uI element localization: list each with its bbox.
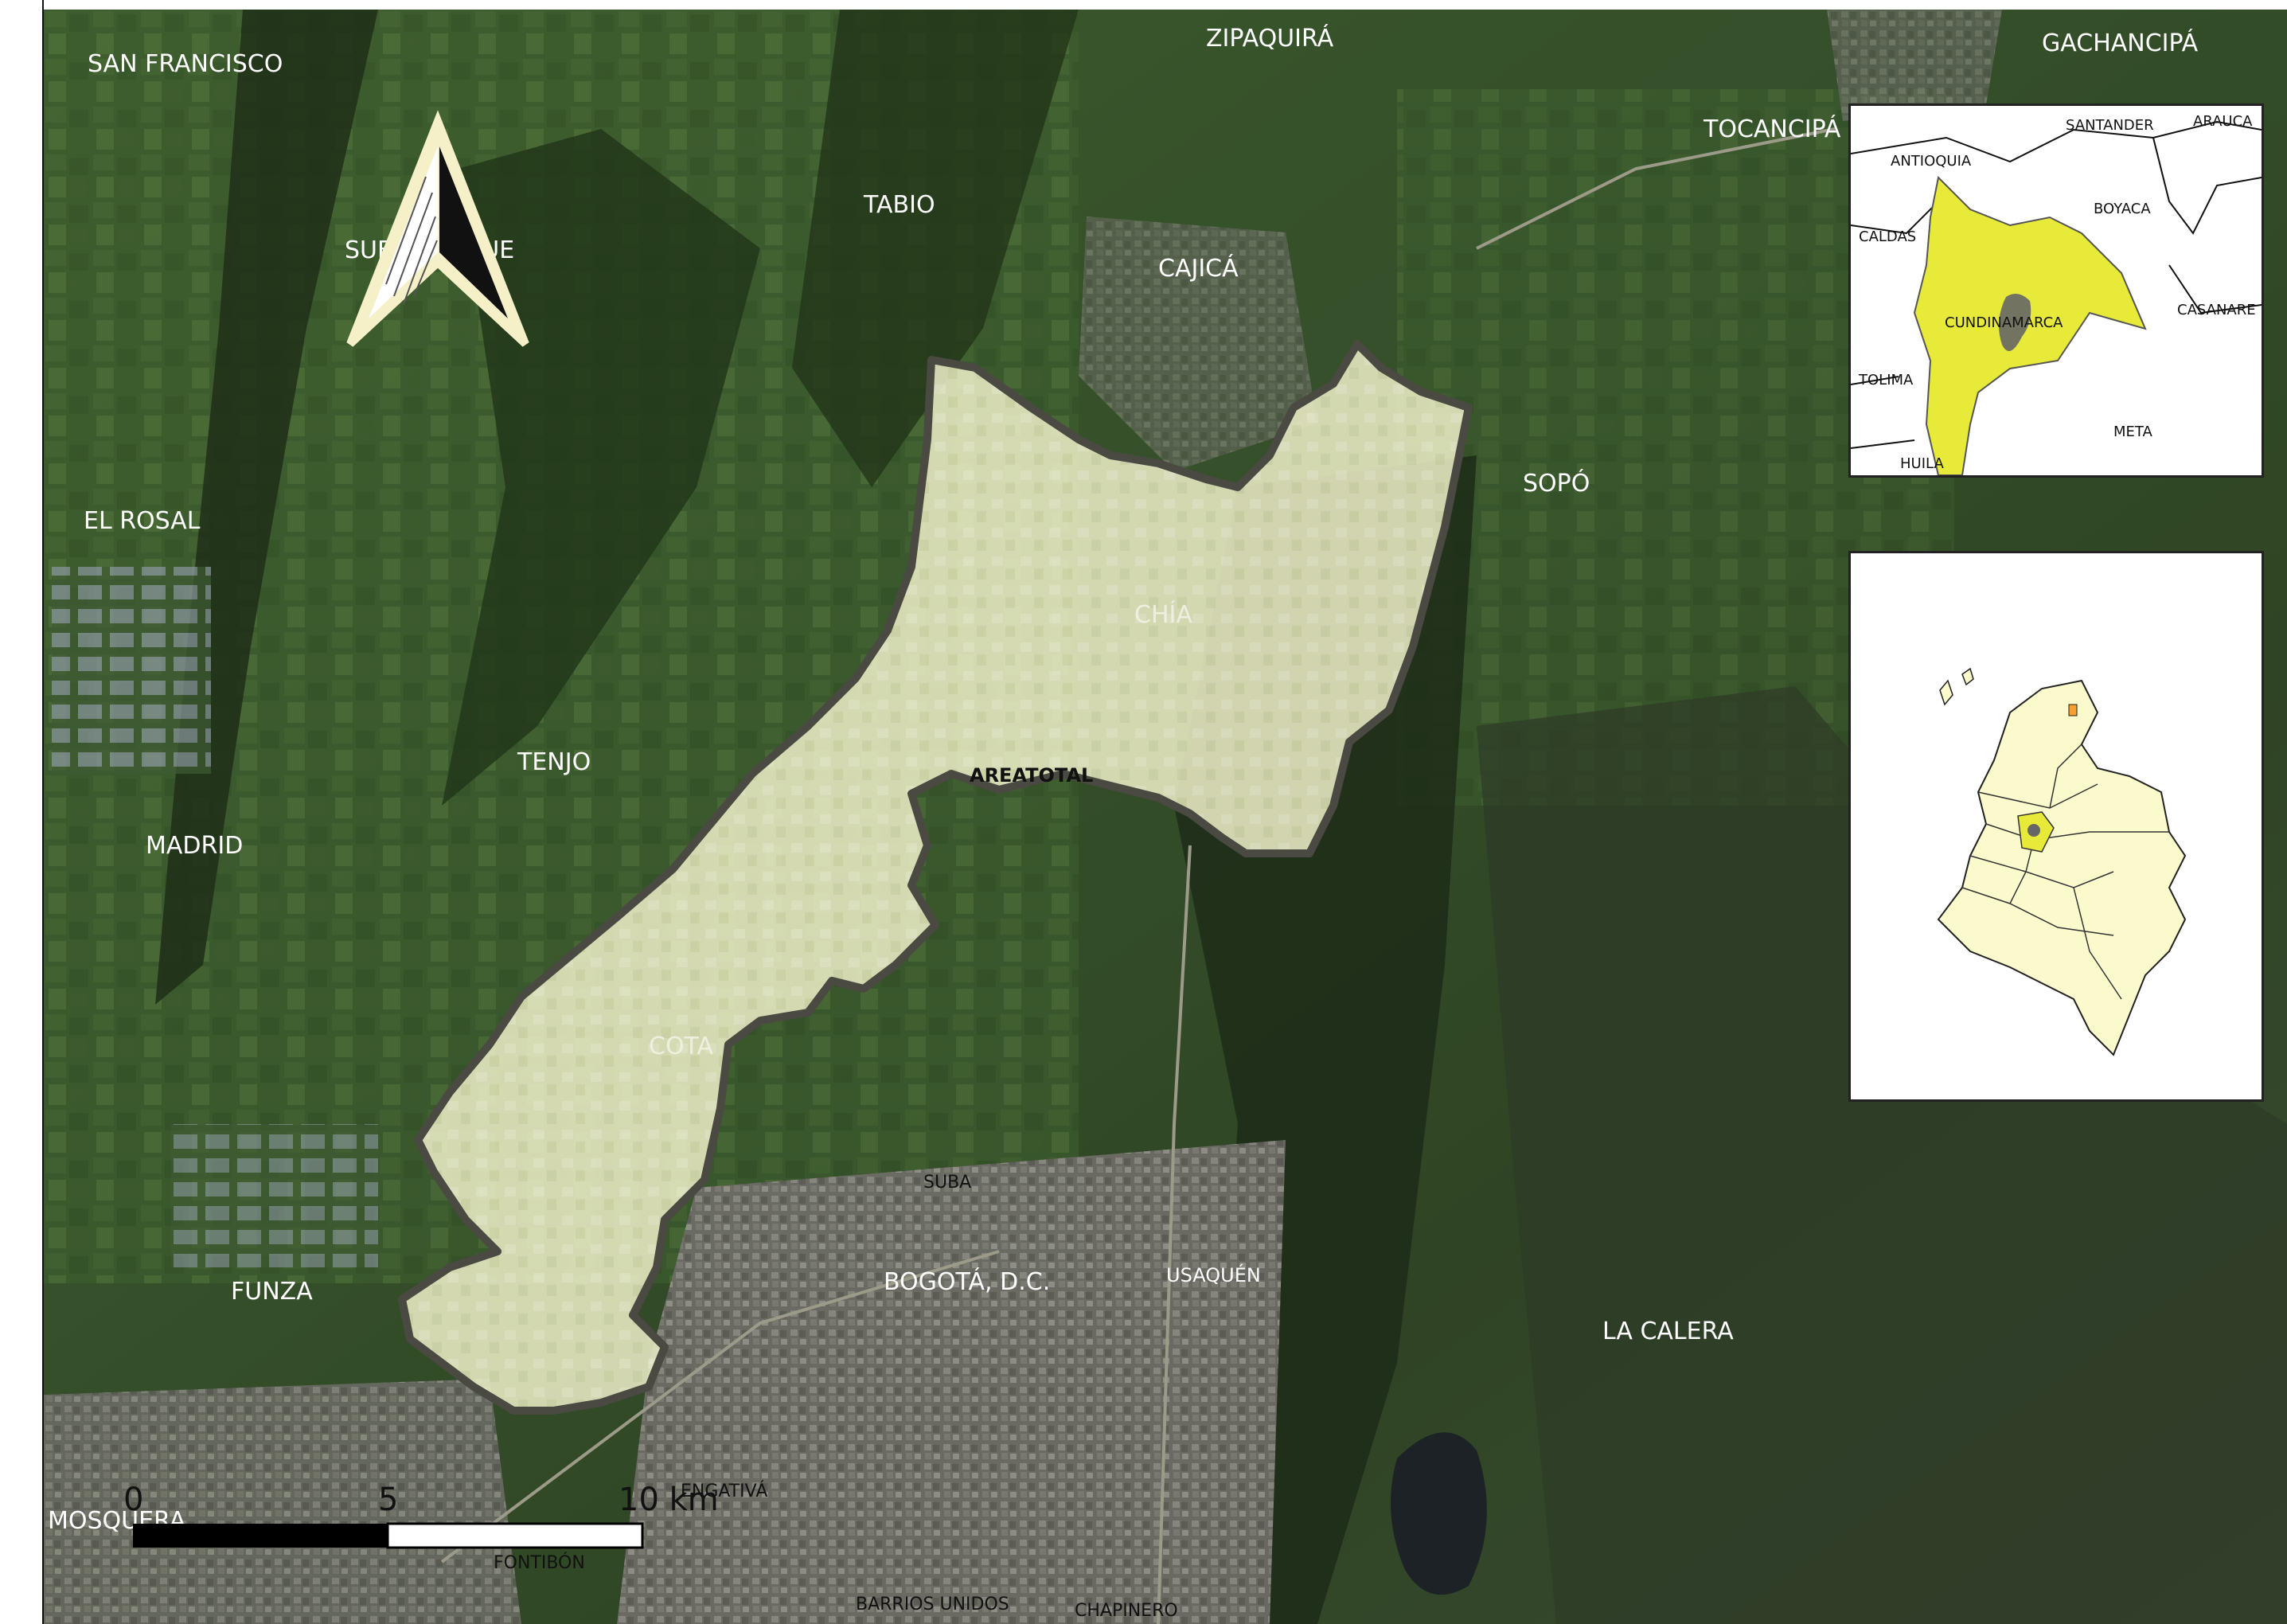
label-usaquen: USAQUÉN	[1166, 1263, 1261, 1286]
inset-label-santander: SANTANDER	[2066, 117, 2154, 134]
north-arrow-icon	[346, 110, 529, 347]
inset-label-huila: HUILA	[1900, 455, 1944, 472]
label-study-area: AREATOTAL	[970, 764, 1093, 787]
label-barrios-unidos: BARRIOS UNIDOS	[856, 1595, 1009, 1614]
mosquera-urban-area	[44, 1379, 521, 1624]
study-area-polygon[interactable]	[398, 340, 1473, 1415]
inset-label-caldas: CALDAS	[1859, 228, 1916, 245]
label-el-rosal: EL ROSAL	[84, 507, 201, 535]
reservoir	[1391, 1432, 1487, 1595]
inset-label-arauca: ARAUCA	[2193, 113, 2253, 130]
study-area-location-marker	[2027, 824, 2040, 837]
inset-country-canvas	[1851, 553, 2262, 1099]
label-cota: COTA	[649, 1033, 714, 1060]
inset-department-map[interactable]: SANTANDER ARAUCA ANTIOQUIA BOYACA CALDAS…	[1848, 103, 2264, 478]
inset-label-antioquia: ANTIOQUIA	[1891, 153, 1972, 170]
label-gachancipa: GACHANCIPÁ	[2042, 29, 2199, 57]
label-funza: FUNZA	[231, 1278, 313, 1306]
scale-bar: 0 5 10 km	[123, 1482, 719, 1549]
orange-highlight	[2068, 704, 2078, 716]
label-engativa: ENGATIVÁ	[681, 1481, 767, 1501]
ridge-center-west	[442, 129, 760, 806]
road	[1476, 127, 1836, 250]
greenhouse-area	[52, 567, 211, 774]
label-fontibon: FONTIBÓN	[494, 1552, 585, 1573]
label-suba: SUBA	[923, 1173, 971, 1193]
label-chia: CHÍA	[1134, 600, 1192, 629]
scale-tick-10km: 10 km	[619, 1482, 719, 1518]
road	[440, 1250, 1000, 1563]
scale-tick-0: 0	[123, 1482, 143, 1518]
label-la-calera: LA CALERA	[1602, 1318, 1734, 1345]
label-madrid: MADRID	[146, 832, 243, 860]
bogota-urban-area	[617, 1140, 1286, 1624]
label-bogota: BOGOTÁ, D.C.	[884, 1267, 1050, 1296]
label-san-francisco: SAN FRANCISCO	[88, 50, 283, 78]
cajica-urban-area	[1079, 217, 1317, 471]
inset-department-canvas: SANTANDER ARAUCA ANTIOQUIA BOYACA CALDAS…	[1851, 106, 2262, 475]
inset-label-meta: META	[2113, 424, 2153, 440]
scale-bar-segment-white	[386, 1522, 644, 1549]
inset-label-boyaca: BOYACA	[2094, 201, 2151, 217]
label-tocancipa: TOCANCIPÁ	[1703, 115, 1841, 143]
scale-bar-segment-black	[133, 1524, 388, 1548]
label-tabio: TABIO	[863, 191, 935, 219]
label-tenjo: TENJO	[517, 748, 591, 776]
inset-label-tolima: TOLIMA	[1858, 372, 1914, 388]
label-zipaquira: ZIPAQUIRÁ	[1206, 24, 1334, 53]
inset-label-cundinamarca: CUNDINAMARCA	[1945, 314, 2063, 331]
map-frame-left-border	[0, 0, 44, 1624]
scale-tick-5: 5	[378, 1482, 398, 1518]
cundinamarca-polygon	[1913, 175, 2147, 475]
greenhouse-area	[171, 1124, 378, 1267]
inset-country-map[interactable]	[1848, 551, 2264, 1102]
road	[1157, 845, 1192, 1624]
label-chapinero: CHAPINERO	[1075, 1601, 1178, 1621]
eastern-mountains	[1477, 686, 2287, 1624]
label-sopo: SOPÓ	[1523, 468, 1590, 498]
ridge-north	[792, 10, 1079, 487]
colombia-outline	[1937, 679, 2187, 1056]
inset-label-casanare: CASANARE	[2177, 302, 2256, 318]
label-cajica: CAJICÁ	[1158, 254, 1239, 283]
tocancipa-urban-area	[1827, 10, 2002, 121]
